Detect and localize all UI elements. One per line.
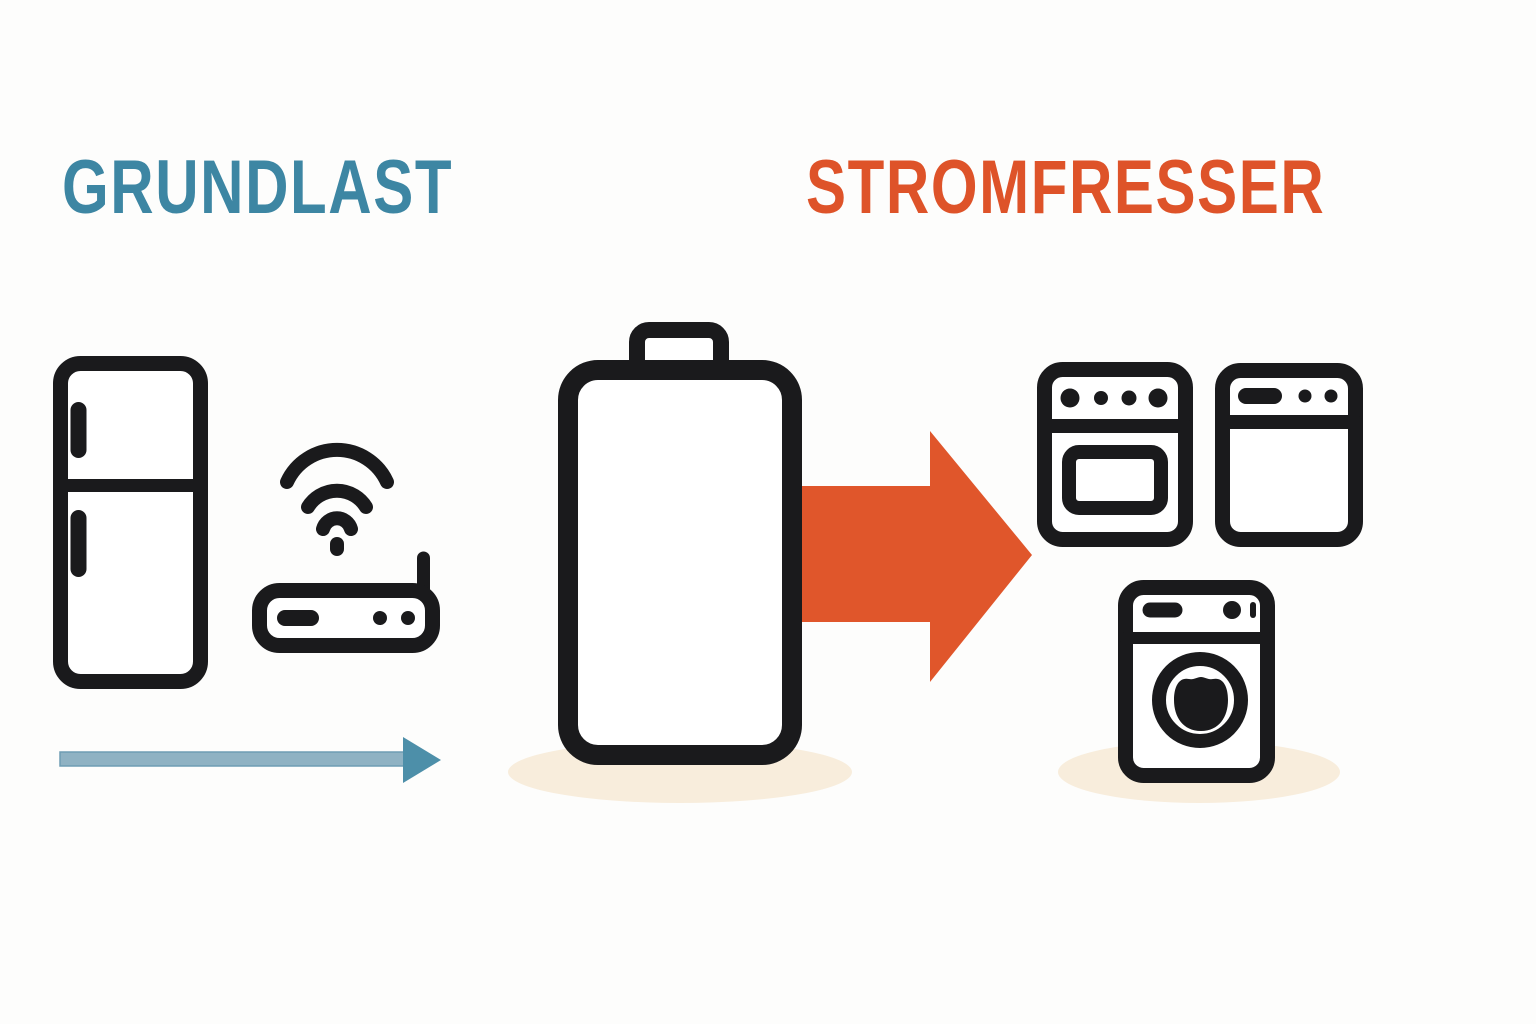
wifi-arc-large [280,442,394,489]
stromfresser-heading: STROMFRESSER [806,145,1326,230]
baseload-arrow-head [403,737,441,783]
dishwasher-button-1 [1298,389,1312,403]
oven-knob-3 [1121,390,1137,406]
router-body [252,583,440,653]
router-led-1 [373,611,387,625]
washer-laundry-blob [1174,677,1228,731]
fridge-body [53,356,208,689]
battery-body [558,360,802,765]
consumption-flow-arrow [790,431,1032,682]
washer-knob [1223,601,1241,619]
oven-knob-4 [1148,388,1168,408]
dishwasher-icon [1215,363,1363,547]
grundlast-heading: GRUNDLAST [62,145,454,230]
oven-door-window [1062,445,1168,515]
baseload-flow-arrow [59,737,441,783]
dishwasher-body [1215,363,1363,547]
router-led-2 [401,611,415,625]
oven-knob-1 [1060,388,1080,408]
wifi-router-icon [252,442,440,653]
oven-icon [1037,362,1193,547]
wifi-arc-small [316,511,358,536]
battery-icon [558,322,802,765]
wifi-arc-medium [301,483,373,514]
consumption-arrow-shape [790,431,1032,682]
oven-knob-2 [1094,391,1108,405]
washing-machine-icon [1118,580,1275,783]
dishwasher-button-2 [1324,389,1338,403]
fridge-icon [53,356,208,689]
baseload-arrow-shaft [59,751,405,767]
washer-door-ring [1152,652,1248,748]
